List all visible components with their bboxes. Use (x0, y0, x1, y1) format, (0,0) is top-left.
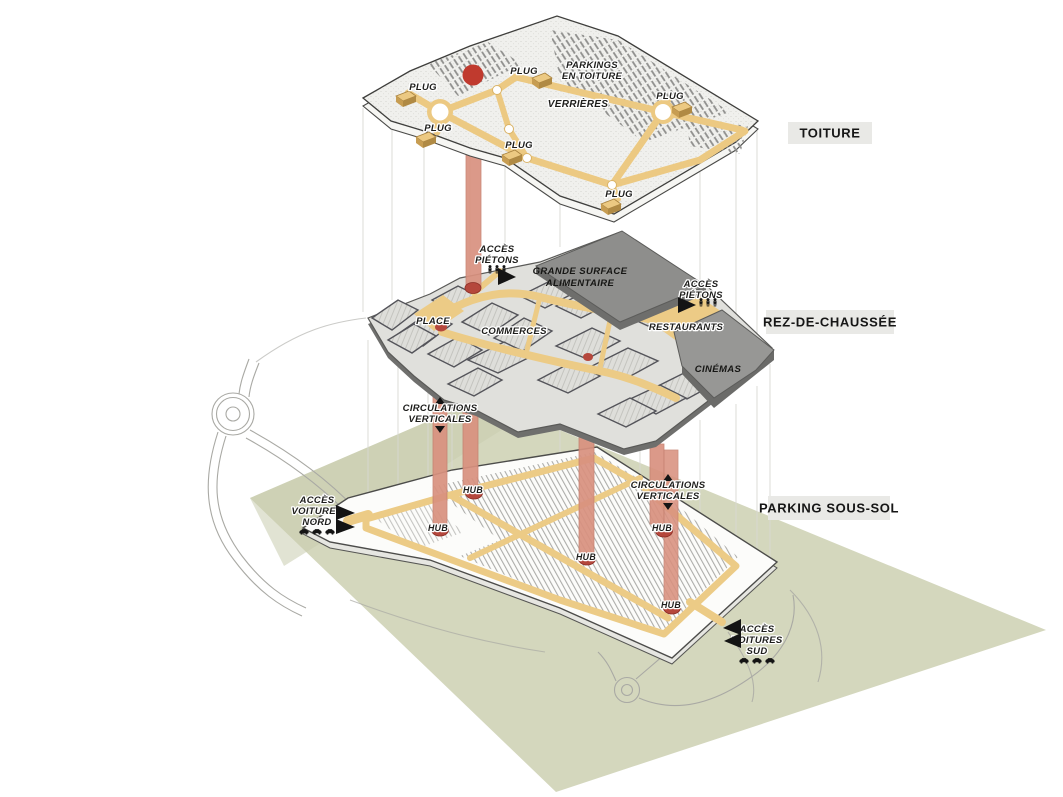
parking-hubs: HUB HUB HUB HUB HUB (427, 484, 682, 615)
triangle-arrow-icon (498, 268, 516, 285)
restaurants-plaza (642, 293, 728, 342)
roof-plate: PLUG PLUG PLUG PLUG PLUG PLUG PARKINGS E… (361, 15, 760, 223)
circulations-verticales-west: CIRCULATIONS VERTICALES (401, 397, 479, 433)
plug-label: PLUG (605, 189, 633, 200)
parking-sous-sol-label-bg (768, 496, 890, 520)
hub-label: HUB (463, 485, 483, 495)
acces-voitures-sud-line1: ACCÈS (739, 624, 775, 635)
circulations-label-line2: VERTICALES (636, 491, 699, 502)
acces-pietons-label-line2: PIÉTONS (679, 290, 723, 301)
hub-label: HUB (652, 523, 672, 533)
rez-de-chaussee-label-bg (766, 310, 894, 334)
down-arrow-icon (663, 503, 673, 510)
hub-oval (431, 523, 449, 537)
hub-oval (655, 524, 673, 538)
circulations-label-line1: CIRCULATIONS (403, 403, 478, 414)
plug-label: PLUG (409, 82, 437, 93)
triangle-arrow-icon (336, 505, 355, 520)
down-arrow-icon (435, 426, 445, 433)
verrieres-label: VERRIÈRES (548, 97, 609, 110)
red-node (464, 282, 482, 294)
acces-voitures-sud-line2: VOITURES (732, 635, 783, 646)
restaurants-label: RESTAURANTS (649, 322, 724, 333)
circulations-label-line2: VERTICALES (408, 414, 471, 425)
up-arrow-icon (435, 397, 445, 404)
commerces-label: COMMERCES (481, 326, 547, 337)
grande-surface-label-line2: ALIMENTAIRE (545, 278, 615, 289)
triangle-arrow-icon (336, 519, 355, 534)
plug-label: PLUG (656, 91, 684, 102)
grande-surface-box (534, 230, 708, 330)
hub-label: HUB (661, 600, 681, 610)
red-node (652, 323, 664, 331)
hub-oval (465, 486, 483, 500)
triangle-arrow-icon (724, 633, 741, 648)
parking-sous-sol-label: PARKING SOUS-SOL (759, 501, 899, 516)
place-label: PLACE (416, 316, 450, 327)
acces-voitures-nord-line1: ACCÈS (299, 495, 335, 506)
hub-label: HUB (576, 552, 596, 562)
plug-label: PLUG (505, 140, 533, 151)
acces-voitures-nord: ACCÈS VOITURES NORD (290, 494, 355, 535)
plug-label: PLUG (424, 123, 452, 134)
acces-pietons-label-line2: PIÉTONS (475, 255, 519, 266)
acces-pietons-east: ACCÈS PIÉTONS (678, 278, 724, 313)
cinemas-box (673, 309, 775, 408)
acces-voitures-nord-line2: VOITURES (292, 506, 343, 517)
triangle-arrow-icon (723, 619, 741, 635)
triangle-arrow-icon (678, 297, 696, 313)
vertical-circulation-column-upper (465, 149, 482, 288)
roundabout-north (211, 392, 255, 436)
roof-red-node (462, 64, 484, 86)
parkings-en-toiture-label-line2: EN TOITURE (562, 71, 623, 82)
hub-label: HUB (428, 523, 448, 533)
cinemas-label: CINÉMAS (695, 364, 742, 375)
circulations-verticales-east: CIRCULATIONS VERTICALES (629, 474, 707, 510)
acces-voitures-sud: ACCÈS VOITURES SUD (723, 619, 784, 664)
plug-label: PLUG (510, 66, 538, 77)
acces-voitures-nord-line3: NORD (302, 517, 331, 528)
rez-de-chaussee-label: REZ-DE-CHAUSSÉE (763, 315, 897, 330)
roundabout-south (613, 676, 641, 704)
projection-lines (362, 108, 771, 557)
acces-pietons-label-line1: ACCÈS (479, 244, 515, 255)
ground-floor-labels: GRANDE SURFACE ALIMENTAIRE PLACE COMMERC… (415, 266, 742, 375)
parkings-en-toiture-label-line1: PARKINGS (566, 60, 618, 71)
toiture-label-bg (788, 122, 872, 144)
hub-oval (663, 601, 681, 615)
acces-voitures-sud-line3: SUD (747, 646, 768, 657)
place-plaza (414, 295, 464, 331)
parking-circulation-loop (343, 454, 740, 638)
level-labels: TOITURE REZ-DE-CHAUSSÉE PARKING SOUS-SOL (759, 122, 899, 520)
up-arrow-icon (663, 474, 673, 481)
acces-pietons-label-line1: ACCÈS (683, 279, 719, 290)
red-node (583, 353, 593, 361)
red-node (435, 322, 447, 332)
acces-pietons-west: ACCÈS PIÉTONS (474, 243, 520, 285)
circulations-label-line1: CIRCULATIONS (631, 480, 706, 491)
toiture-label: TOITURE (799, 126, 860, 141)
grande-surface-label-line1: GRANDE SURFACE (533, 266, 628, 277)
hub-oval (578, 552, 596, 566)
